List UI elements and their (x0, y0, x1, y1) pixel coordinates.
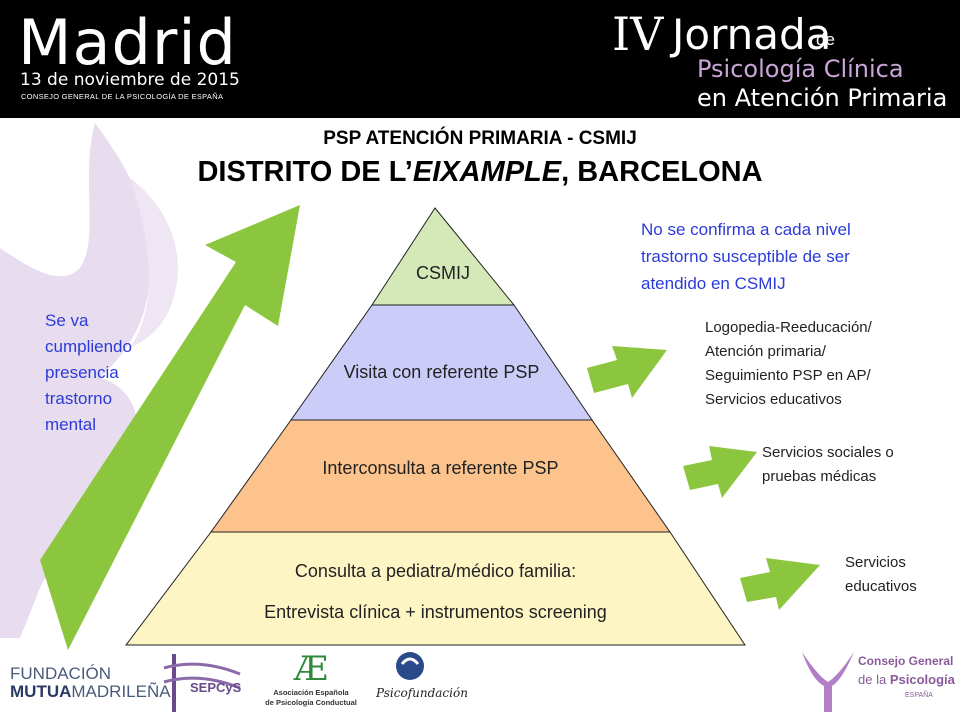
event-title-de: de (816, 30, 835, 49)
city-title: Madrid (18, 6, 237, 79)
right-note-line: atendido en CSMIJ (641, 274, 786, 293)
logo-fundacion-bold: MUTUA (10, 682, 72, 701)
aepc-logo-icon: Æ (293, 649, 328, 688)
edition-number: IV (612, 7, 664, 61)
pyramid-level-consulta (124, 531, 746, 646)
destination-line: Logopedia-Reeducación/ (705, 319, 872, 336)
pyramid-label-consulta-2: Entrevista clínica + instrumentos screen… (264, 602, 607, 622)
cgp-logo-icon (802, 652, 854, 712)
destination-line: Seguimiento PSP en AP/ (705, 367, 871, 384)
logo-fundacion-light: MADRILEÑA (71, 682, 171, 701)
arrow-right-icon (587, 346, 667, 398)
destination-line: Servicios educativos (705, 391, 842, 408)
arrow-right-icon (683, 446, 757, 498)
destination-1: Logopedia-Reeducación/ Atención primaria… (705, 316, 872, 412)
left-note-line: cumpliendo (45, 337, 132, 356)
sponsor-logos: FUNDACIÓN MUTUAMADRILEÑA SEPCyS Æ Asocia… (0, 642, 960, 720)
sepcys-logo-icon (163, 654, 241, 712)
pyramid-level-csmij (371, 207, 516, 306)
logo-psicofundacion-text: Psicofundación (376, 686, 468, 700)
destination-line: Servicios sociales o (762, 444, 894, 461)
event-title: Jornada (672, 10, 832, 59)
left-note-line: Se va (45, 311, 89, 330)
destination-line: Servicios (845, 554, 906, 571)
logo-cgp-line1: Consejo General (858, 654, 954, 668)
psicofundacion-logo-icon (396, 652, 424, 680)
destination-line: pruebas médicas (762, 468, 877, 485)
header-banner: Madrid 13 de noviembre de 2015 CONSEJO G… (0, 0, 960, 118)
left-note-line: presencia (45, 363, 119, 382)
destination-2: Servicios sociales o pruebas médicas (762, 441, 894, 489)
logo-fundacion-line1: FUNDACIÓN (10, 664, 112, 683)
logo-fundacion: MUTUAMADRILEÑA (10, 682, 171, 702)
logo-cgp-psicologia: Psicología (889, 672, 955, 687)
slide-subtitle: DISTRITO DE L’EIXAMPLE, BARCELONA (0, 156, 960, 189)
logo-sepcys-text: SEPCyS (190, 680, 242, 695)
logo-cgp-dela: de la (858, 672, 887, 687)
slide-subtitle-part: , BARCELONA (561, 156, 763, 188)
logo-aepc-line1: Asociación Española (273, 688, 349, 697)
left-note-line: trastorno (45, 389, 113, 408)
pyramid-label-interconsulta: Interconsulta a referente PSP (322, 458, 559, 478)
slide-subtitle-italic: EIXAMPLE (412, 156, 562, 188)
slide-title: PSP ATENCIÓN PRIMARIA - CSMIJ (323, 128, 637, 149)
left-note-line: mental (45, 415, 97, 434)
destination-3: Servicios educativos (845, 551, 917, 599)
right-note-line: No se confirma a cada nivel (641, 220, 851, 239)
pyramid-label-csmij: CSMIJ (416, 263, 470, 283)
event-date: 13 de noviembre de 2015 (20, 70, 240, 90)
progress-arrow (40, 205, 300, 650)
event-subtitle-2: en Atención Primaria (697, 84, 948, 112)
arrow-right-icon (740, 558, 820, 610)
destination-line: educativos (845, 578, 917, 595)
destination-line: Atención primaria/ (705, 343, 826, 360)
left-note: Se va cumpliendo presencia trastorno men… (45, 308, 132, 438)
right-note: No se confirma a cada nivel trastorno su… (641, 216, 851, 297)
pyramid-label-visita: Visita con referente PSP (343, 362, 540, 382)
pyramid-label-consulta-1: Consulta a pediatra/médico familia: (294, 561, 577, 581)
logo-cgp-line3: ESPAÑA (905, 692, 933, 699)
logo-cgp-line2: de la Psicología (858, 672, 955, 687)
decorative-watermark (0, 123, 178, 638)
logo-aepc-line2: de Psicología Conductual (265, 698, 357, 707)
council-name: CONSEJO GENERAL DE LA PSICOLOGÍA DE ESPA… (21, 92, 224, 101)
svg-text:Æ: Æ (293, 649, 328, 688)
event-subtitle-1: Psicología Clínica (697, 55, 904, 83)
right-note-line: trastorno susceptible de ser (641, 247, 850, 266)
slide-subtitle-part: DISTRITO DE L’ (197, 156, 413, 188)
